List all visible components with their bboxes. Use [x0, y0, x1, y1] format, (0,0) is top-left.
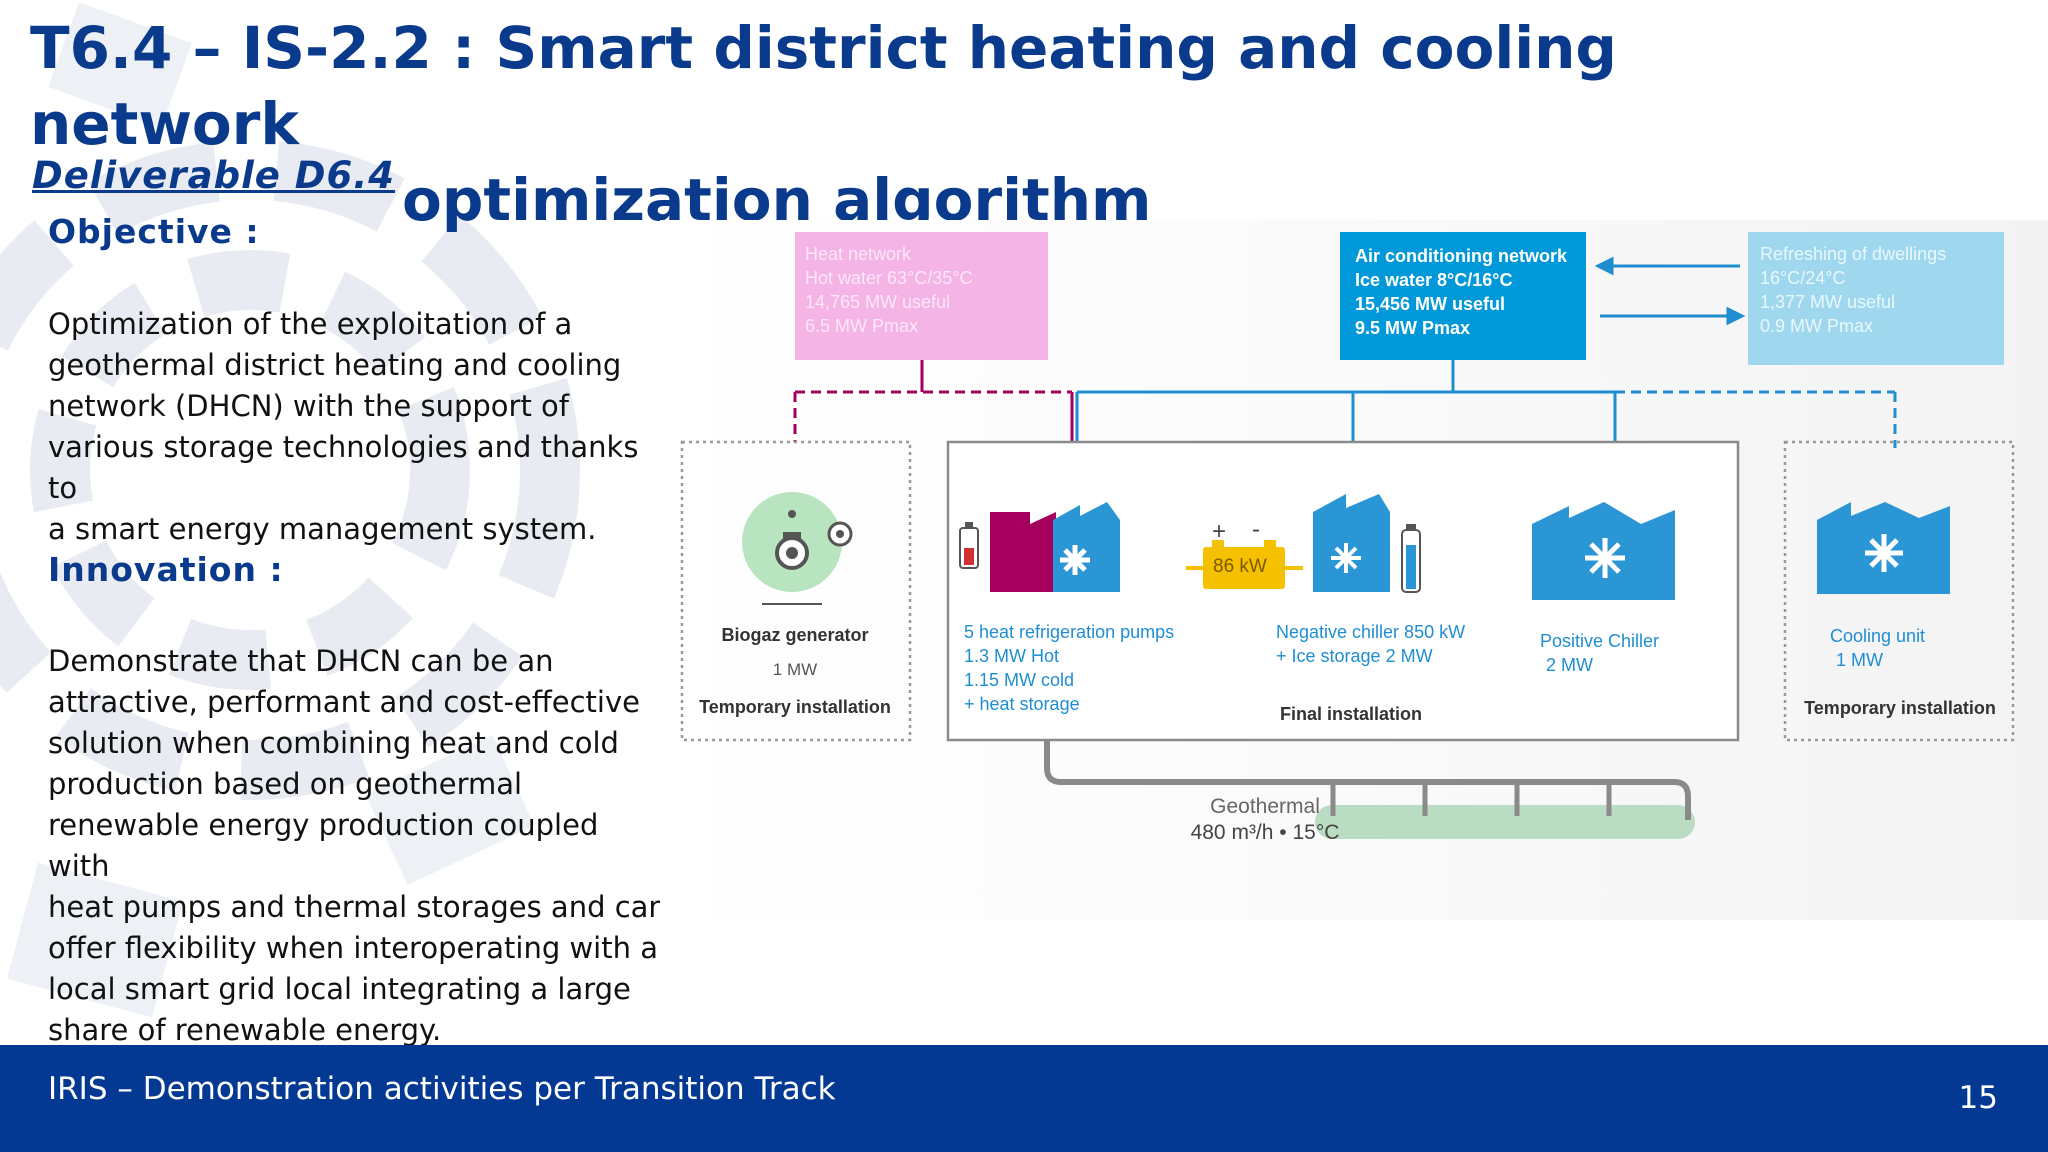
innovation-line: attractive, performant and cost-effectiv… — [48, 685, 640, 719]
air-conditioning-line: 9.5 MW Pmax — [1355, 318, 1471, 338]
innovation-heading: Innovation : — [48, 550, 284, 589]
chiller-building-icon — [1313, 494, 1390, 592]
innovation-line: solution when combining heat and cold — [48, 726, 619, 760]
objective-heading: Objective : — [48, 212, 260, 251]
heat-network-label: Heat network Hot water 63°C/35°C 14,765 … — [805, 242, 972, 338]
biogas-power: 1 MW — [772, 660, 818, 679]
battery-label: 86 kW — [1213, 556, 1267, 577]
innovation-line: local smart grid local integrating a lar… — [48, 972, 631, 1006]
objective-line: Optimization of the exploitation of a — [48, 307, 573, 341]
positive-chiller-building-icon — [1532, 502, 1675, 600]
refreshing-line: 1,377 MW useful — [1760, 292, 1896, 312]
final-installation-label: Final installation — [1280, 704, 1423, 724]
innovation-line: production based on geothermal — [48, 767, 523, 801]
heat-network-line: Heat network — [805, 244, 912, 264]
biogas-name: Biogaz generator — [721, 625, 869, 645]
footer-text: IRIS – Demonstration activities per Tran… — [48, 1071, 836, 1107]
cooling-unit-building-icon — [1817, 502, 1950, 594]
objective-line: various storage technologies and thanks … — [48, 430, 639, 505]
air-conditioning-line: Air conditioning network — [1355, 246, 1567, 266]
geothermal-name: Geothermal — [1210, 795, 1320, 818]
background-decoration — [0, 2, 580, 1018]
innovation-line: Demonstrate that DHCN can be an — [48, 644, 554, 678]
heat-pumps-line: 1.15 MW cold — [964, 670, 1075, 690]
temporary-installation-left-label: Temporary installation — [699, 697, 891, 717]
innovation-line: renewable energy production coupled with — [48, 808, 599, 883]
innovation-line: share of renewable energy. — [48, 1013, 442, 1047]
negative-chiller-label: Negative chiller 850 kW + Ice storage 2 … — [1276, 620, 1465, 668]
battery-plus: + — [1212, 518, 1227, 545]
temporary-installation-right-label: Temporary installation — [1804, 698, 1996, 718]
heat-network-line: Hot water 63°C/35°C — [805, 268, 973, 288]
positive-chiller-line: 2 MW — [1546, 655, 1593, 675]
cooling-unit-line: Cooling unit — [1830, 626, 1926, 646]
battery-icon — [1186, 540, 1303, 589]
page-number: 15 — [1958, 1080, 1998, 1116]
heat-pump-building-icon — [959, 502, 1120, 592]
refreshing-line: 0.9 MW Pmax — [1760, 316, 1874, 336]
negative-chiller-line: + Ice storage 2 MW — [1276, 646, 1433, 666]
positive-chiller-line: Positive Chiller — [1540, 631, 1660, 651]
exchange-arrows — [1594, 256, 1746, 326]
temporary-installation-left-frame — [680, 440, 912, 742]
objective-text: Optimization of the exploitation of a ge… — [48, 304, 668, 550]
heat-pumps-label: 5 heat refrigeration pumps 1.3 MW Hot 1.… — [964, 620, 1174, 716]
air-conditioning-label: Air conditioning network Ice water 8°C/1… — [1355, 244, 1567, 340]
heat-pumps-line: 1.3 MW Hot — [964, 646, 1060, 666]
geothermal-loop — [1044, 740, 1695, 839]
deliverable-label: Deliverable D6.4 — [32, 154, 396, 197]
air-conditioning-line: Ice water 8°C/16°C — [1355, 270, 1513, 290]
heat-pumps-line: 5 heat refrigeration pumps — [964, 622, 1175, 642]
refreshing-line: 16°C/24°C — [1760, 268, 1846, 288]
objective-line: a smart energy management system. — [48, 512, 597, 546]
heat-network-box — [795, 232, 1048, 360]
innovation-line: offer flexibility when interoperating wi… — [48, 931, 658, 965]
title-line-1: T6.4 – IS-2.2 : Smart district heating a… — [30, 14, 1617, 158]
cooling-unit-line: 1 MW — [1836, 650, 1883, 670]
diagram-graphics — [680, 232, 2015, 839]
biogas-generator-icon — [742, 492, 853, 605]
slide-title: T6.4 – IS-2.2 : Smart district heating a… — [30, 10, 1730, 238]
positive-chiller-label: Positive Chiller 2 MW — [1540, 629, 1659, 677]
footer-bar — [0, 1045, 2048, 1152]
innovation-line: heat pumps and thermal storages and can — [48, 890, 667, 924]
heat-network-line: 14,765 MW useful — [805, 292, 951, 312]
battery-minus: - — [1252, 516, 1260, 543]
refreshing-box — [1748, 232, 2004, 365]
cooling-unit-label: Cooling unit 1 MW — [1830, 624, 1925, 672]
heat-pumps-line: + heat storage — [964, 694, 1080, 714]
refreshing-label: Refreshing of dwellings 16°C/24°C 1,377 … — [1760, 242, 1946, 338]
innovation-text: Demonstrate that DHCN can be an attracti… — [48, 641, 668, 1051]
snowflake-icon — [1060, 545, 1090, 575]
dhcn-diagram: Heat network Hot water 63°C/35°C 14,765 … — [660, 220, 2048, 920]
refreshing-line: Refreshing of dwellings — [1760, 244, 1947, 264]
heat-network-line: 6.5 MW Pmax — [805, 316, 919, 336]
geothermal-flow: 480 m³/h • 15°C — [1190, 821, 1340, 844]
negative-chiller-line: Negative chiller 850 kW — [1276, 622, 1466, 642]
objective-line: geothermal district heating and cooling — [48, 348, 622, 382]
thermometer-icon — [1401, 524, 1421, 593]
temporary-installation-right-frame — [1783, 440, 2015, 742]
objective-line: network (DHCN) with the support of — [48, 389, 569, 423]
air-conditioning-box — [1340, 232, 1586, 360]
air-conditioning-line: 15,456 MW useful — [1355, 294, 1506, 314]
